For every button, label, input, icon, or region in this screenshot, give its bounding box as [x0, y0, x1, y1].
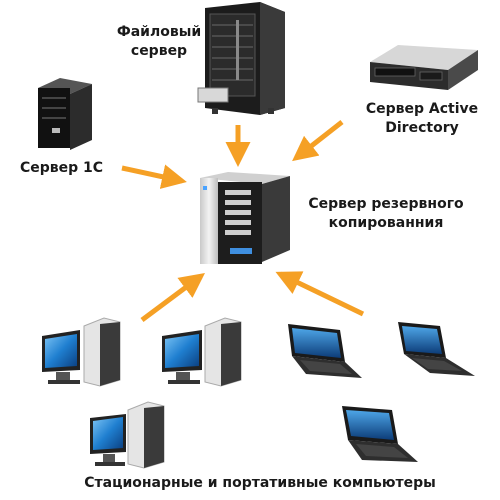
1c-server-label: Сервер 1С — [20, 160, 104, 176]
arrow-ad-server — [292, 120, 344, 162]
backup-server-label: Сервер резервного копированния — [306, 195, 466, 233]
backup-server-label-line2: копированния — [328, 215, 444, 231]
1c-server-icon — [38, 78, 92, 150]
computers-label: Стационарные и портативные компьютеры — [84, 475, 436, 491]
backup-server-label-line1: Сервер резервного — [308, 196, 464, 212]
ad-server-icon — [370, 45, 478, 90]
laptop-computer-icon — [342, 406, 418, 462]
laptop-computer-icon — [398, 322, 475, 376]
ad-server-label-line1: Сервер Active — [365, 101, 479, 117]
file-server-label-line2: сервер — [130, 43, 188, 59]
connection-arrows — [121, 120, 365, 323]
laptop-computer-icon — [288, 324, 362, 378]
desktop-computer-icon — [42, 317, 121, 387]
arrow-laptops — [275, 271, 365, 317]
file-server-label: Файловый сервер — [116, 23, 202, 61]
arrow-1c-server — [121, 164, 187, 189]
desktop-computer-icon — [90, 401, 165, 469]
file-server-label-line1: Файловый — [116, 24, 202, 40]
backup-nas-icon — [200, 172, 290, 264]
desktop-computer-icon — [162, 317, 242, 387]
ad-server-label-line2: Directory — [385, 120, 459, 136]
arrow-desktops — [140, 273, 206, 323]
ad-server-label: Сервер Active Directory — [352, 100, 492, 138]
file-server-icon — [197, 2, 285, 115]
